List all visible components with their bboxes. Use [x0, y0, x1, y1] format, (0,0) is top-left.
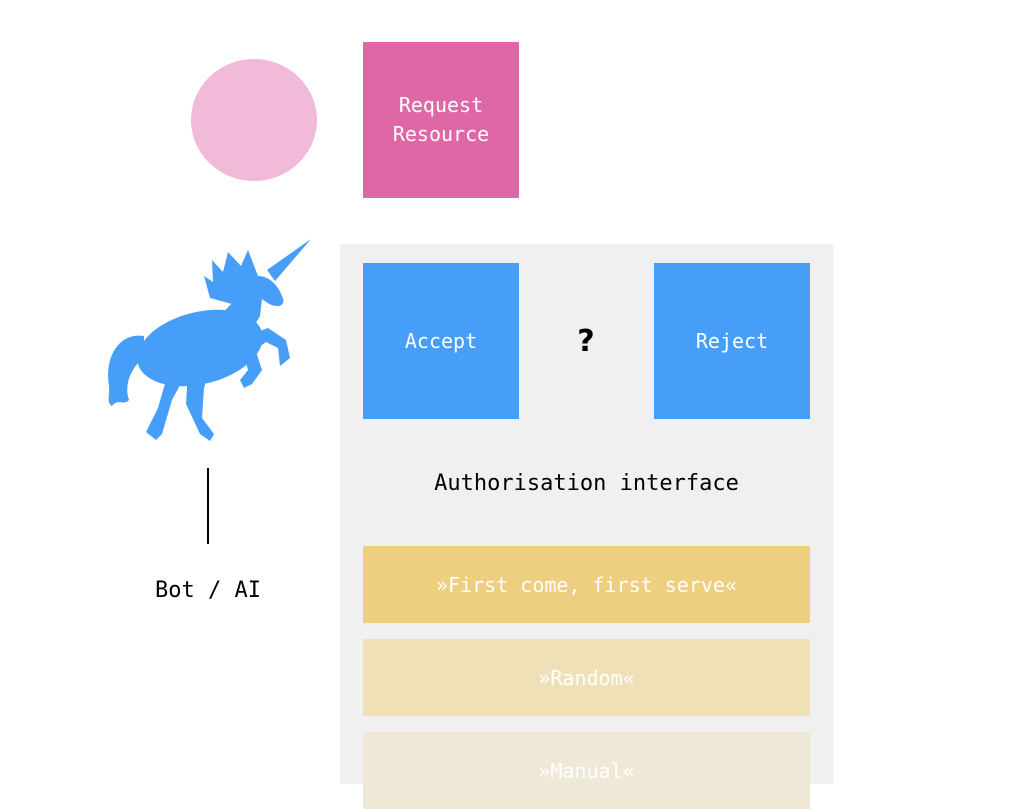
reject-box[interactable]: Reject	[654, 263, 810, 419]
option-label: »Manual«	[538, 758, 635, 783]
unicorn-icon	[108, 239, 311, 441]
option-random[interactable]: »Random«	[363, 639, 810, 716]
connector-line	[207, 468, 209, 544]
reject-label: Reject	[695, 328, 769, 353]
authorisation-interface-title: Authorisation interface	[434, 471, 739, 496]
question-mark: ?	[577, 323, 595, 359]
accept-box[interactable]: Accept	[363, 263, 519, 419]
option-label: »First come, first serve«	[435, 572, 738, 597]
bot-ai-label: Bot / AI	[155, 578, 261, 603]
request-resource-label: Request Resource	[392, 93, 490, 146]
option-label: »Random«	[538, 665, 635, 690]
request-resource-box: Request Resource	[363, 42, 519, 198]
pink-circle	[191, 59, 317, 181]
option-first-come-first-serve[interactable]: »First come, first serve«	[363, 546, 810, 623]
accept-label: Accept	[404, 328, 478, 353]
option-manual[interactable]: »Manual«	[363, 732, 810, 809]
